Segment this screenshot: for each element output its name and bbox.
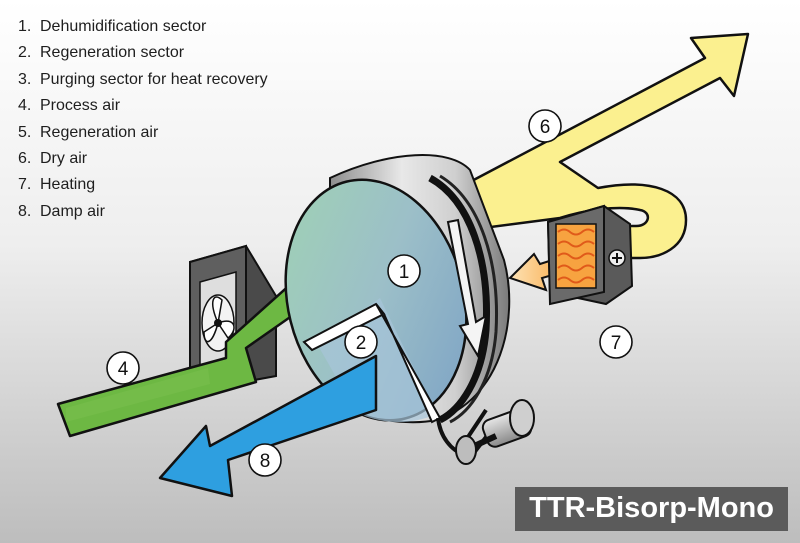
callout-6: 6	[528, 109, 562, 143]
legend-item: 4. Process air	[18, 93, 268, 119]
svg-text:6: 6	[540, 117, 551, 138]
drive-motor-icon	[436, 399, 535, 465]
legend-label: Regeneration sector	[40, 44, 185, 62]
svg-text:7: 7	[611, 333, 622, 354]
legend-label: Regeneration air	[40, 123, 159, 141]
legend-number: 8.	[18, 202, 32, 220]
dry-air-arrow	[428, 32, 750, 260]
legend-number: 5.	[18, 123, 32, 141]
legend-item: 8. Damp air	[18, 199, 268, 225]
legend-item: 1. Dehumidification sector	[18, 14, 268, 40]
legend-number: 4.	[18, 97, 32, 115]
legend-item: 3. Purging sector for heat recovery	[18, 67, 268, 93]
legend-number: 6.	[18, 150, 32, 168]
legend-number: 1.	[18, 18, 32, 35]
legend-label: Purging sector for heat recovery	[40, 70, 268, 88]
legend-item: 6. Dry air	[18, 146, 268, 172]
legend-list: 1. Dehumidification sector 2. Regeneration…	[18, 14, 268, 225]
callout-7: 7	[599, 325, 633, 359]
legend-item: 2. Regeneration sector	[18, 40, 268, 66]
fan-icon	[189, 244, 277, 388]
legend-number: 2.	[18, 44, 32, 62]
callout-4: 4	[106, 351, 140, 385]
svg-text:2: 2	[356, 333, 367, 354]
heater-icon	[546, 204, 634, 306]
legend-label: Dry air	[40, 150, 88, 168]
regeneration-air-arrow	[446, 218, 488, 359]
legend-label: Process air	[40, 97, 121, 115]
damp-air-arrow	[158, 354, 378, 498]
callout-1: 1	[387, 254, 421, 288]
callout-2: 2	[344, 325, 378, 359]
legend-label: Heating	[40, 176, 96, 194]
callout-8: 8	[248, 443, 282, 477]
legend-label: Dehumidification sector	[40, 18, 207, 35]
legend-label: Damp air	[40, 202, 105, 220]
legend-number: 3.	[18, 70, 32, 88]
svg-text:1: 1	[399, 262, 410, 283]
legend-item: 7. Heating	[18, 172, 268, 198]
legend-item: 5. Regeneration air	[18, 120, 268, 146]
purging-sector-marker	[302, 302, 442, 424]
product-name-badge: TTR-Bisorp-Mono	[515, 487, 788, 531]
desiccant-wheel	[284, 154, 511, 424]
svg-text:4: 4	[118, 359, 129, 380]
svg-text:8: 8	[260, 451, 271, 472]
legend-number: 7.	[18, 176, 32, 194]
